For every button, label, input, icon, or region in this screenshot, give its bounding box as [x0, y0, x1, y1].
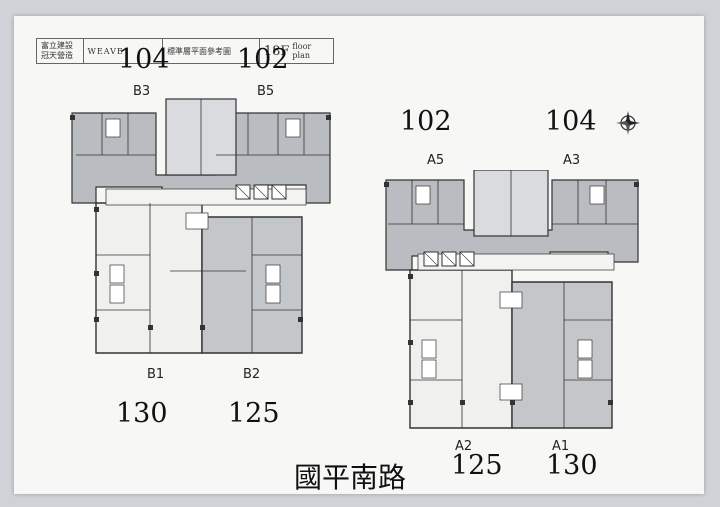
- unit-label-b5: B5: [257, 84, 275, 99]
- brand-line-2: 冠天營造: [41, 51, 73, 60]
- floor-number: 18F: [263, 43, 290, 59]
- sheet-header: 富立建設 冠天營造 WEAVE 標準層平面參考圖 18F floor plan: [36, 38, 334, 64]
- left-top-number-2: 102: [237, 44, 289, 75]
- right-building-floor-plan: [384, 170, 639, 429]
- unit-label-a2: A2: [455, 439, 473, 454]
- left-bottom-number-1: 130: [116, 398, 168, 429]
- unit-label-a5: A5: [427, 153, 445, 168]
- right-bottom-number-1: 125: [451, 450, 503, 481]
- project-name: WEAVE: [87, 46, 124, 56]
- compass-rose-icon: [616, 111, 640, 135]
- unit-label-a3: A3: [563, 153, 581, 168]
- floor-label: 18F floor plan: [260, 39, 333, 63]
- floor-sub-label: floor plan: [292, 42, 312, 60]
- plan-title-text: 標準層平面參考圖: [167, 46, 232, 56]
- plan-title: 標準層平面參考圖: [163, 39, 260, 63]
- brand-line-1: 富立建設: [41, 41, 73, 50]
- developer-brand: 富立建設 冠天營造: [37, 39, 84, 63]
- street-name: 國平南路: [294, 461, 407, 494]
- unit-label-a1: A1: [552, 439, 570, 454]
- left-top-number-1: 104: [118, 44, 170, 75]
- right-top-number-1: 102: [400, 106, 452, 137]
- left-building-floor-plan: [70, 98, 331, 354]
- right-bottom-number-2: 130: [546, 450, 598, 481]
- left-bottom-number-2: 125: [228, 398, 280, 429]
- project-logo: WEAVE: [84, 39, 164, 63]
- unit-label-b3: B3: [133, 84, 151, 99]
- right-top-number-2: 104: [545, 106, 597, 137]
- unit-label-b2: B2: [243, 367, 261, 382]
- unit-label-b1: B1: [147, 367, 165, 382]
